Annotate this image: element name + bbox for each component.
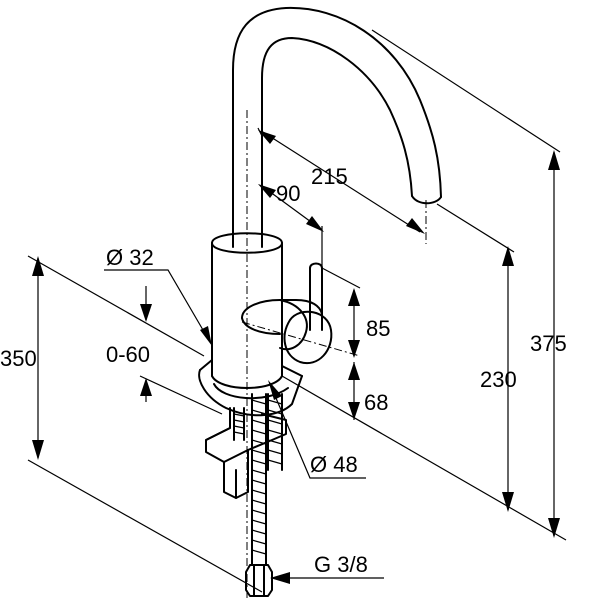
- label-diameter-48: Ø 48: [310, 452, 358, 477]
- dimension-lines: [27, 29, 567, 593]
- label-350: 350: [0, 346, 37, 371]
- label-g-3-8: G 3/8: [314, 552, 368, 577]
- label-90: 90: [276, 181, 300, 206]
- center-lines: [241, 110, 427, 600]
- label-215: 215: [311, 164, 348, 189]
- label-85: 85: [366, 316, 390, 341]
- label-diameter-32: Ø 32: [106, 245, 154, 270]
- label-230: 230: [480, 367, 517, 392]
- dimension-labels: 215 90 Ø 32 85 350 0-60 230 375 68 Ø 48 …: [0, 164, 567, 577]
- faucet-outline: [198, 6, 442, 597]
- label-68: 68: [364, 390, 388, 415]
- label-375: 375: [530, 331, 567, 356]
- label-0-60: 0-60: [106, 342, 150, 367]
